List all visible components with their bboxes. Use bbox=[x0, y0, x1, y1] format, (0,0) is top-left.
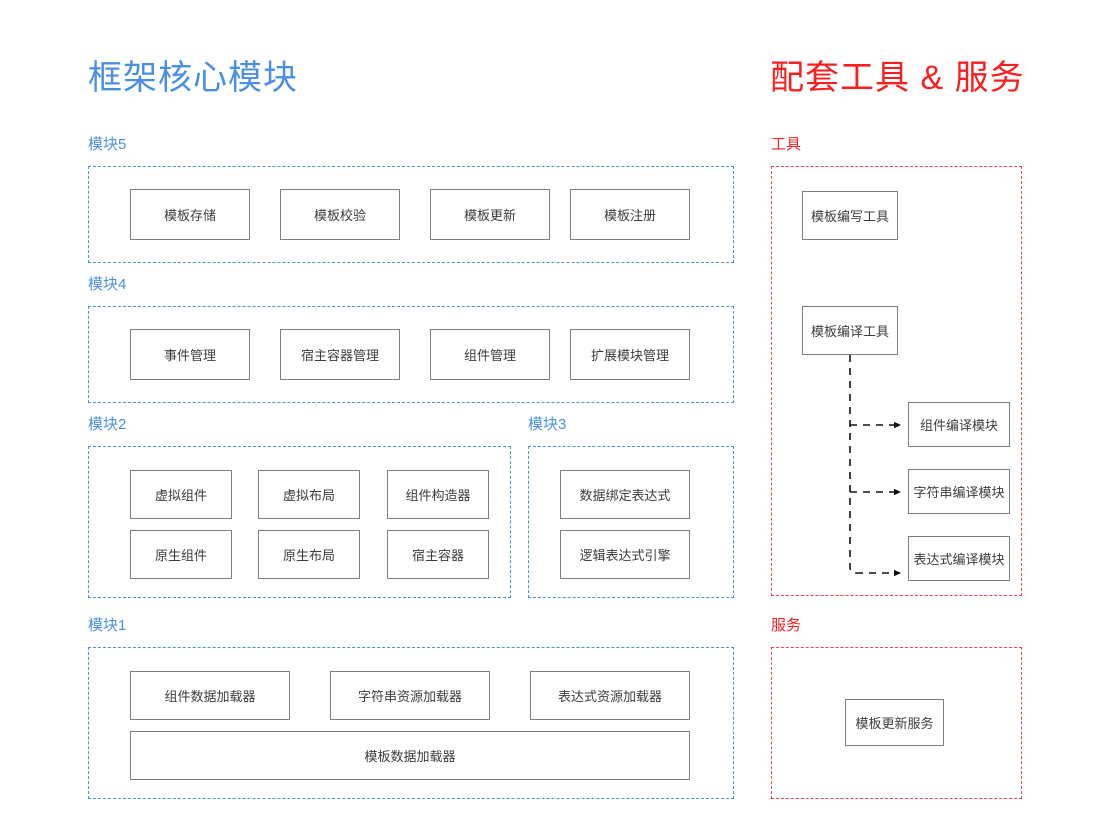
group-module2 bbox=[88, 446, 511, 598]
node-template-authoring-tool[interactable]: 模板编写工具 bbox=[802, 191, 898, 240]
right-panel-title: 配套工具 & 服务 bbox=[770, 59, 1025, 97]
section-label-module4: 模块4 bbox=[88, 276, 127, 293]
node-component-builder[interactable]: 组件构造器 bbox=[387, 470, 489, 519]
group-services bbox=[771, 647, 1022, 799]
node-template-storage[interactable]: 模板存储 bbox=[130, 189, 250, 240]
section-label-tools: 工具 bbox=[771, 136, 802, 153]
node-string-compile-module[interactable]: 字符串编译模块 bbox=[908, 469, 1010, 514]
node-template-data-loader[interactable]: 模板数据加载器 bbox=[130, 731, 690, 780]
node-extension-module-management[interactable]: 扩展模块管理 bbox=[570, 329, 690, 380]
section-label-module1: 模块1 bbox=[88, 617, 127, 634]
node-expression-compile-module[interactable]: 表达式编译模块 bbox=[908, 536, 1010, 581]
group-module4 bbox=[88, 306, 734, 403]
section-label-module2: 模块2 bbox=[88, 416, 127, 433]
left-panel-title: 框架核心模块 bbox=[88, 59, 298, 97]
node-template-registration[interactable]: 模板注册 bbox=[570, 189, 690, 240]
section-label-services: 服务 bbox=[771, 617, 802, 634]
node-virtual-component[interactable]: 虚拟组件 bbox=[130, 470, 232, 519]
node-template-compiler-tool[interactable]: 模板编译工具 bbox=[802, 306, 898, 355]
node-data-binding-expression[interactable]: 数据绑定表达式 bbox=[560, 470, 690, 519]
group-module3 bbox=[528, 446, 734, 598]
node-template-validation[interactable]: 模板校验 bbox=[280, 189, 400, 240]
node-component-compile-module[interactable]: 组件编译模块 bbox=[908, 402, 1010, 447]
node-template-update-service[interactable]: 模板更新服务 bbox=[845, 699, 944, 746]
node-string-resource-loader[interactable]: 字符串资源加载器 bbox=[330, 671, 490, 720]
section-label-module3: 模块3 bbox=[528, 416, 567, 433]
node-logic-expression-engine[interactable]: 逻辑表达式引擎 bbox=[560, 530, 690, 579]
node-native-component[interactable]: 原生组件 bbox=[130, 530, 232, 579]
node-event-management[interactable]: 事件管理 bbox=[130, 329, 250, 380]
node-host-container[interactable]: 宿主容器 bbox=[387, 530, 489, 579]
group-tools bbox=[771, 166, 1022, 596]
node-host-container-management[interactable]: 宿主容器管理 bbox=[280, 329, 400, 380]
section-label-module5: 模块5 bbox=[88, 136, 127, 153]
node-virtual-layout[interactable]: 虚拟布局 bbox=[258, 470, 360, 519]
group-module1 bbox=[88, 647, 734, 799]
node-component-data-loader[interactable]: 组件数据加载器 bbox=[130, 671, 290, 720]
node-component-management[interactable]: 组件管理 bbox=[430, 329, 550, 380]
node-expression-resource-loader[interactable]: 表达式资源加载器 bbox=[530, 671, 690, 720]
group-module5 bbox=[88, 166, 734, 263]
node-native-layout[interactable]: 原生布局 bbox=[258, 530, 360, 579]
node-template-update[interactable]: 模板更新 bbox=[430, 189, 550, 240]
